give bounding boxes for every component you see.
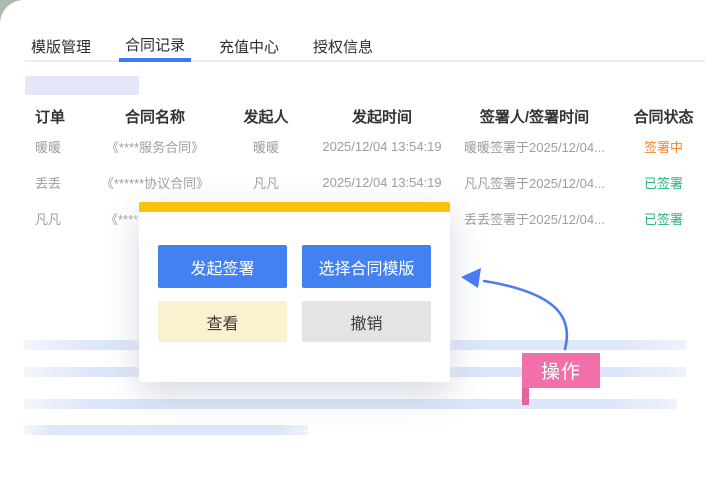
cell-contract-name: 《****服务合同》: [105, 139, 205, 155]
tab-recharge-center[interactable]: 充值中心: [219, 38, 280, 56]
cell-signer-time: 凡凡签署于2025/12/04...: [464, 175, 605, 191]
table-header-row: 订单 合同名称 发起人 发起时间 签署人/签署时间 合同状态: [0, 104, 705, 128]
status-badge: 已签署: [643, 175, 683, 191]
skeleton-bar: [24, 425, 308, 435]
header-signer-time: 签署人/签署时间: [479, 108, 590, 126]
action-popup: 发起签署 选择合同模版 查看 撤销: [139, 202, 450, 382]
popup-accent-bar: [139, 202, 450, 212]
skeleton-bar: [24, 399, 677, 409]
table-body: 暖暖 《****服务合同》 暖暖 2025/12/04 13:54:19 暖暖签…: [0, 128, 705, 236]
cell-signer-time: 丢丢签署于2025/12/04...: [464, 211, 605, 227]
action-callout-label: 操作: [522, 353, 600, 405]
cell-initiator: 暖暖: [252, 139, 279, 155]
header-contract-name: 合同名称: [124, 108, 185, 126]
header-contract-status: 合同状态: [633, 108, 694, 126]
header-order: 订单: [35, 108, 66, 126]
cell-initiator: 凡凡: [252, 175, 279, 191]
status-badge: 签署中: [643, 139, 683, 155]
revoke-button[interactable]: 撤销: [302, 301, 431, 342]
cell-initiate-time: 2025/12/04 13:54:19: [322, 174, 442, 190]
tab-bar: 模版管理 合同记录 充值中心 授权信息: [25, 30, 705, 62]
select-template-button[interactable]: 选择合同模版: [302, 245, 431, 288]
initiate-sign-button[interactable]: 发起签署: [158, 245, 287, 288]
placeholder-bar: [25, 76, 139, 95]
popup-body: 发起签署 选择合同模版 查看 撤销: [139, 212, 450, 342]
cell-order: 暖暖: [35, 139, 62, 155]
contract-table: 订单 合同名称 发起人 发起时间 签署人/签署时间 合同状态 暖暖 《****服…: [0, 104, 705, 236]
table-row: 凡凡 《***** 丢丢签署于2025/12/04... 已签署: [0, 200, 705, 236]
cell-signer-time: 暖暖签署于2025/12/04...: [464, 139, 605, 155]
header-initiator: 发起人: [243, 108, 289, 126]
cell-order: 凡凡: [35, 211, 62, 227]
status-badge: 已签署: [643, 211, 683, 227]
tab-template-management[interactable]: 模版管理: [31, 38, 92, 56]
cell-contract-name: 《*****: [105, 211, 144, 227]
header-initiate-time: 发起时间: [351, 108, 412, 126]
tab-authorization-info[interactable]: 授权信息: [313, 38, 374, 56]
tab-contract-records[interactable]: 合同记录: [119, 30, 192, 62]
cell-order: 丢丢: [35, 175, 62, 191]
cell-initiate-time: 2025/12/04 13:54:19: [322, 138, 442, 154]
cell-contract-name: 《******协议合同》: [100, 175, 210, 191]
table-row: 暖暖 《****服务合同》 暖暖 2025/12/04 13:54:19 暖暖签…: [0, 128, 705, 164]
view-button[interactable]: 查看: [158, 301, 287, 342]
table-row: 丢丢 《******协议合同》 凡凡 2025/12/04 13:54:19 凡…: [0, 164, 705, 200]
